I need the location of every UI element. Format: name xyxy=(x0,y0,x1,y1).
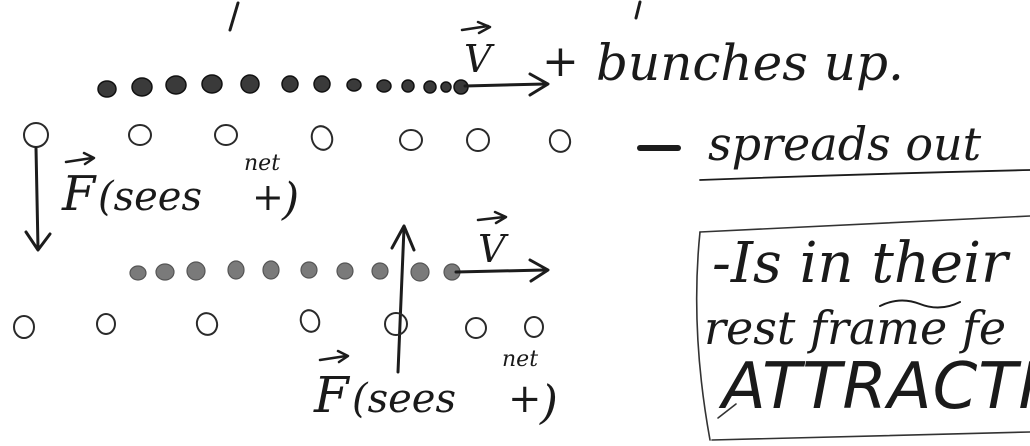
ion-circle xyxy=(299,309,321,333)
velocity-label: V xyxy=(478,227,509,271)
top-electron-row xyxy=(97,74,469,98)
net-charge: + xyxy=(252,175,284,219)
left-force-arrow xyxy=(24,146,52,252)
electron-dot xyxy=(201,74,223,94)
electron-dot xyxy=(240,74,260,94)
ion-circle xyxy=(128,124,152,146)
ion-circle xyxy=(524,316,544,338)
ion-circle xyxy=(195,312,219,336)
force-note: (sees xyxy=(98,174,202,220)
electron-dot xyxy=(165,75,187,95)
electron-dot xyxy=(186,261,206,281)
close-paren: ) xyxy=(281,174,299,225)
close-paren: ) xyxy=(539,375,558,429)
ion-circle xyxy=(23,122,49,148)
electron-dot xyxy=(376,79,392,93)
electron-dot xyxy=(346,78,362,92)
note-line-2: rest frame fe xyxy=(704,301,1006,355)
net-charge: + xyxy=(508,376,542,422)
ion-circle xyxy=(384,312,408,336)
bottom-ion-row xyxy=(13,309,544,339)
bunches-up-label: bunches up. xyxy=(596,34,904,92)
middle-ion-row xyxy=(23,122,572,153)
ion-circle xyxy=(96,313,116,335)
ion-circle xyxy=(466,128,490,152)
force-symbol: F xyxy=(313,366,351,424)
electron-dot xyxy=(313,75,331,93)
ion-circle xyxy=(214,124,238,146)
electron-dot xyxy=(401,79,415,93)
electron-dot xyxy=(410,262,430,282)
underline-stroke xyxy=(699,169,1030,181)
note-line-1: -Is in their xyxy=(712,231,1011,296)
cropped-strokes xyxy=(228,0,642,32)
note-line-3: ATTRACTI xyxy=(718,350,1030,424)
left-force-label: F (sees net + ) xyxy=(61,151,299,225)
box-left-edge xyxy=(695,231,711,441)
electron-dot xyxy=(423,80,437,94)
ion-circle xyxy=(548,129,572,153)
upward-force-arrow xyxy=(390,224,416,374)
charge-plus-label: + xyxy=(542,36,579,87)
electron-dot xyxy=(336,262,354,280)
electron-dot xyxy=(440,81,452,93)
box-top-edge xyxy=(699,215,1030,233)
ion-circle xyxy=(465,317,487,339)
bottom-electron-row xyxy=(129,260,461,282)
electron-dot xyxy=(371,262,389,280)
electron-dot xyxy=(281,75,299,93)
box-bottom-edge xyxy=(711,431,1030,441)
top-velocity-arrow: V xyxy=(460,20,550,97)
electron-dot xyxy=(155,263,175,281)
electron-dot xyxy=(262,260,280,280)
vector-bar xyxy=(460,24,490,32)
electron-dot xyxy=(97,80,117,98)
tilde-stroke xyxy=(879,299,961,309)
boxed-note: -Is in their rest frame fe ATTRACTI xyxy=(695,215,1030,441)
ion-circle xyxy=(13,315,35,339)
electron-dot xyxy=(227,260,245,280)
electron-dot xyxy=(131,77,153,97)
bottom-velocity-arrow: V xyxy=(454,210,550,283)
net-label: net xyxy=(502,347,538,372)
bottom-force-label: F (sees net + ) xyxy=(313,347,558,429)
force-note: (sees xyxy=(352,376,456,422)
spreads-out-label: spreads out xyxy=(708,117,982,171)
force-symbol: F xyxy=(61,166,97,222)
ion-circle xyxy=(399,129,423,151)
net-label: net xyxy=(244,151,280,176)
velocity-label: V xyxy=(464,37,495,81)
box-tick xyxy=(717,403,737,419)
ion-circle xyxy=(310,125,334,151)
electron-dot xyxy=(300,261,318,279)
electron-dot xyxy=(129,265,147,281)
